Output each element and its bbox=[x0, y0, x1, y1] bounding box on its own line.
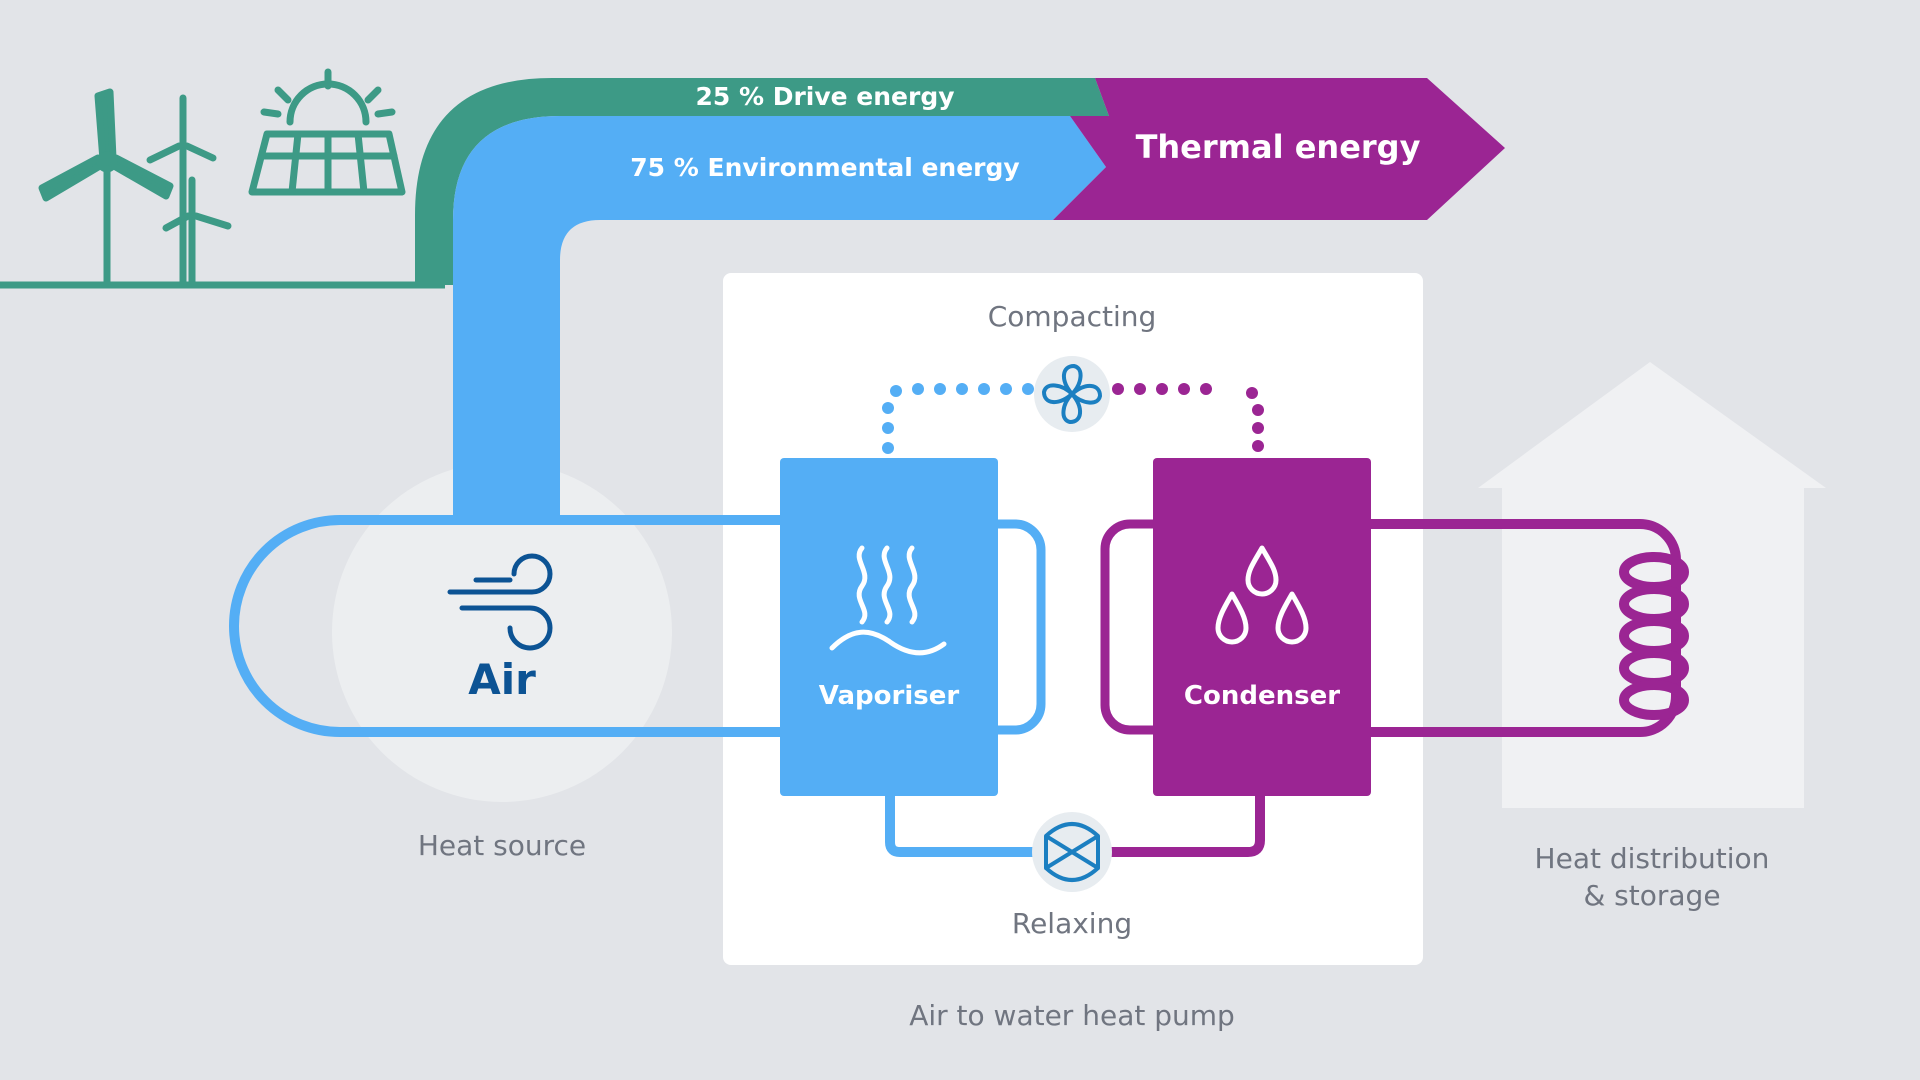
drive-energy-band bbox=[415, 78, 1109, 285]
relaxing-pipe-purple bbox=[1108, 790, 1265, 857]
compacting-dots bbox=[882, 383, 1264, 454]
wind-icon bbox=[447, 553, 553, 651]
heat-source-circle bbox=[332, 462, 672, 802]
wind-turbine-icon bbox=[38, 88, 232, 287]
expansion-valve-icon bbox=[1032, 812, 1112, 892]
fan-icon bbox=[1034, 356, 1110, 432]
relaxing-label: Relaxing bbox=[1012, 907, 1132, 940]
relaxing-pipe-blue bbox=[885, 790, 1038, 857]
thermal-energy-label: Thermal energy bbox=[1136, 128, 1421, 166]
drive-energy-label: 25 % Drive energy bbox=[695, 82, 954, 111]
vaporiser-loop bbox=[990, 519, 1046, 735]
water-drops-icon bbox=[1215, 545, 1309, 645]
vaporiser-label: Vaporiser bbox=[819, 681, 960, 711]
air-label: Air bbox=[468, 655, 536, 704]
environmental-energy-band bbox=[453, 116, 1106, 516]
solar-panel-icon bbox=[248, 68, 406, 196]
heat-distribution-label-line1: Heat distribution bbox=[1535, 842, 1770, 875]
heat-waves-icon bbox=[829, 545, 947, 656]
condenser-loop bbox=[1100, 519, 1160, 735]
environmental-energy-label: 75 % Environmental energy bbox=[630, 153, 1019, 182]
heating-coil-icon bbox=[1619, 552, 1689, 720]
condenser-label: Condenser bbox=[1184, 681, 1340, 711]
heat-distribution-label-line2: & storage bbox=[1583, 879, 1720, 912]
vaporiser-box bbox=[780, 458, 998, 796]
heat-source-label: Heat source bbox=[418, 829, 586, 862]
source-loop bbox=[229, 515, 790, 737]
condenser-box bbox=[1153, 458, 1371, 796]
compacting-label: Compacting bbox=[988, 300, 1157, 333]
diagram-caption: Air to water heat pump bbox=[909, 999, 1235, 1032]
thermal-energy-arrow bbox=[1053, 78, 1505, 220]
